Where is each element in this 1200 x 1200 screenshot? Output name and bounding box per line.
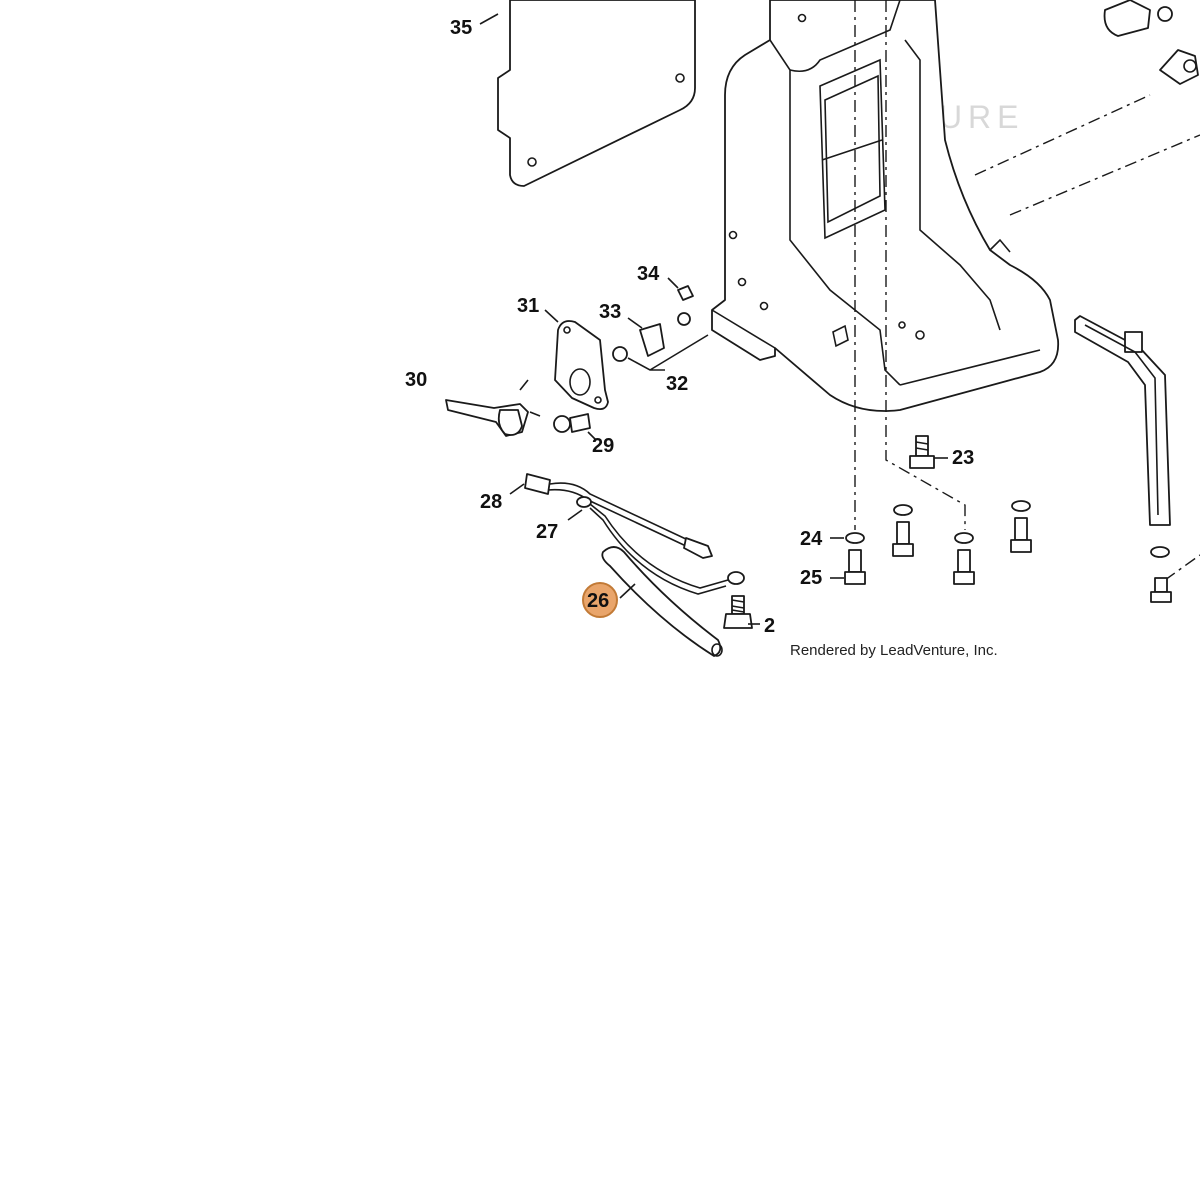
callout-23[interactable]: 23 xyxy=(952,447,974,469)
callout-26-highlight-badge xyxy=(582,582,618,618)
callout-31[interactable]: 31 xyxy=(517,295,539,317)
bolt-29[interactable] xyxy=(553,413,591,433)
callout-32[interactable]: 32 xyxy=(666,373,688,395)
hose-26[interactable] xyxy=(601,546,723,657)
callout-30[interactable]: 30 xyxy=(405,369,427,391)
render-credit: Rendered by LeadVenture, Inc. xyxy=(790,642,998,659)
callout-28[interactable]: 28 xyxy=(480,491,502,513)
ground-wire-27[interactable] xyxy=(576,496,745,595)
clip-33[interactable] xyxy=(639,312,691,357)
callout-35[interactable]: 35 xyxy=(450,17,472,39)
callout-2[interactable]: 2 xyxy=(764,615,775,637)
callout-24[interactable]: 24 xyxy=(800,528,823,550)
bolt-23[interactable] xyxy=(909,435,935,469)
lever-30[interactable] xyxy=(445,379,541,437)
callout-27[interactable]: 27 xyxy=(536,521,558,543)
mount-31[interactable] xyxy=(554,320,609,411)
washers-24[interactable] xyxy=(845,500,1170,558)
panel-plate-35[interactable] xyxy=(497,0,696,187)
callout-34[interactable]: 34 xyxy=(637,263,660,285)
fittings-top-right xyxy=(1103,0,1199,85)
side-bracket xyxy=(1074,315,1171,526)
callout-26[interactable]: 26 xyxy=(587,590,609,612)
callout-33[interactable]: 33 xyxy=(599,301,621,323)
bolts-25[interactable] xyxy=(844,517,1172,603)
nut-34[interactable] xyxy=(677,285,694,301)
support-frame xyxy=(711,0,1060,412)
sensor-cable-28[interactable] xyxy=(524,473,713,559)
nut-32[interactable] xyxy=(612,346,628,362)
callout-29[interactable]: 29 xyxy=(592,435,614,457)
bolt-2[interactable] xyxy=(723,595,753,629)
callout-25[interactable]: 25 xyxy=(800,567,822,589)
assembly-guide-lines xyxy=(854,0,1200,581)
